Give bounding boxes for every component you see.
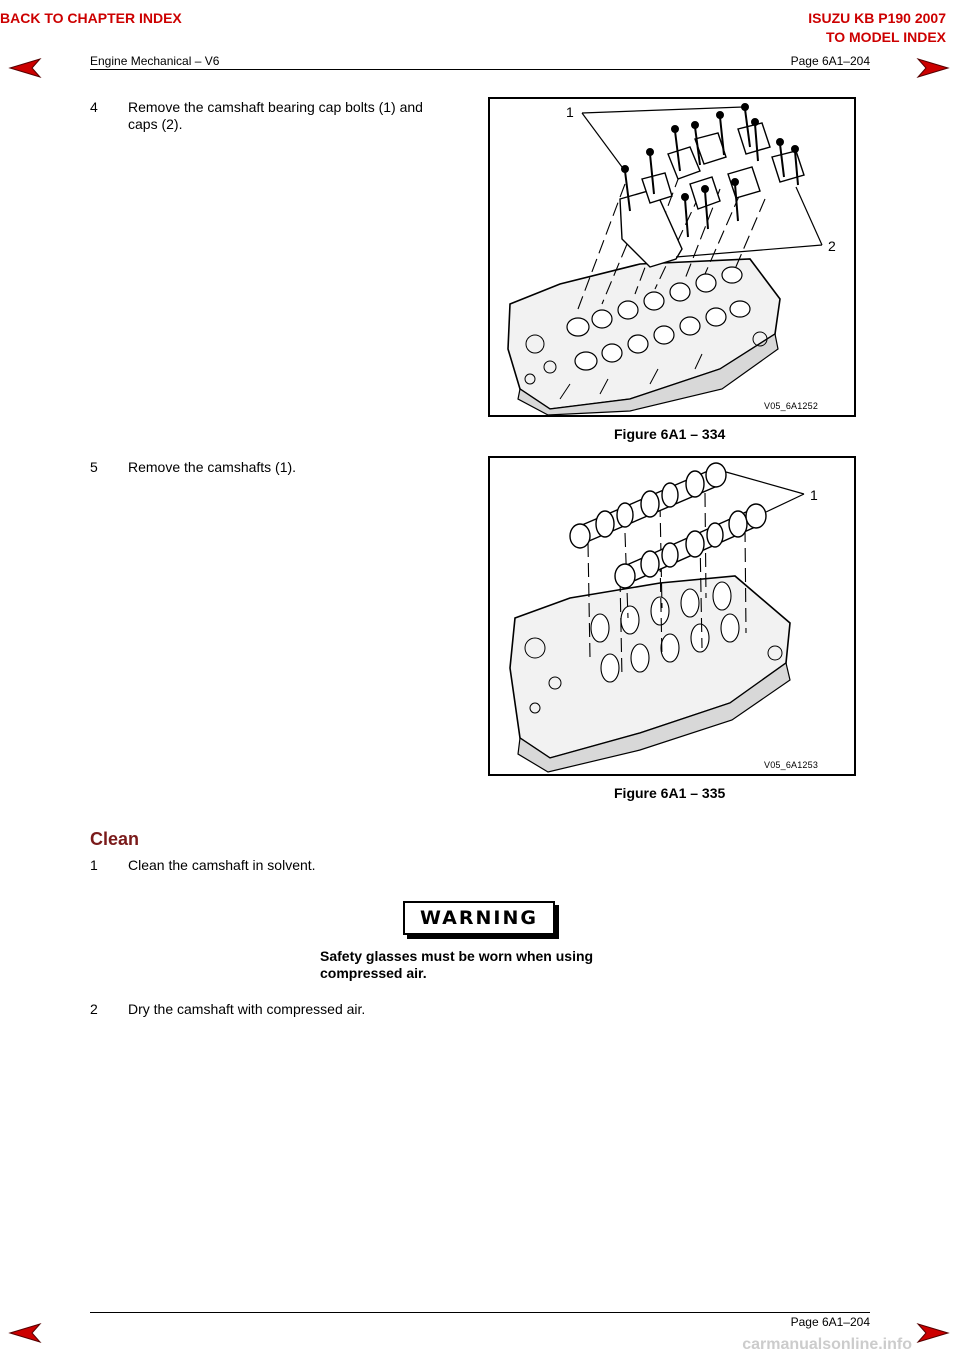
warning-badge: WARNING [403, 901, 555, 935]
figure-caption-335: Figure 6A1 – 335 [614, 785, 726, 801]
clean-step-1: 1 Clean the camshaft in solvent. [90, 857, 590, 877]
previous-page-arrow-icon[interactable] [8, 57, 42, 79]
watermark: carmanualsonline.info [742, 1336, 912, 1353]
figure-334: 1 2 V05_6A1252 [488, 97, 856, 417]
camshafts-removal-illustration: 1 V05_6A1253 [509, 462, 818, 773]
step-text: Clean the camshaft in solvent. [128, 857, 316, 873]
callout-1: 1 [810, 487, 818, 503]
step-5: 5 Remove the camshafts (1). [90, 459, 460, 479]
figure-id: V05_6A1252 [764, 401, 818, 411]
step-text-line1: Remove the camshafts (1). [128, 459, 297, 475]
callout-2: 2 [828, 238, 836, 254]
step-number: 1 [90, 857, 98, 873]
warning-text: Safety glasses must be worn when using c… [320, 948, 640, 982]
step-number: 2 [90, 1001, 98, 1017]
footer-rule [90, 1312, 870, 1313]
step-text: Dry the camshaft with compressed air. [128, 1001, 366, 1017]
header-section-title: Engine Mechanical – V6 [90, 54, 220, 68]
warning-text-line2: compressed air. [320, 965, 427, 981]
clean-step-2: 2 Dry the camshaft with compressed air. [90, 1001, 590, 1021]
step-text-line2: caps (2). [128, 116, 183, 132]
previous-page-arrow-icon-bottom[interactable] [8, 1322, 42, 1344]
section-title-clean: Clean [90, 829, 140, 849]
next-page-arrow-icon[interactable] [916, 57, 950, 79]
figure-caption-334: Figure 6A1 – 334 [614, 426, 726, 442]
step-number: 5 [90, 459, 98, 475]
step-4: 4 Remove the camshaft bearing cap bolts … [90, 99, 460, 139]
figure-id: V05_6A1253 [764, 760, 818, 770]
back-to-chapter-index-link[interactable]: BACK TO CHAPTER INDEX [0, 10, 182, 26]
to-model-index-link[interactable]: TO MODEL INDEX [825, 29, 946, 45]
model-title-link[interactable]: ISUZU KB P190 2007 [808, 10, 946, 26]
step-text-line1: Remove the camshaft bearing cap bolts (1… [128, 99, 423, 115]
figure-335: 1 V05_6A1253 [488, 456, 856, 776]
header-page-number: Page 6A1–204 [790, 54, 870, 68]
header-rule [90, 69, 870, 70]
callout-1: 1 [566, 104, 574, 120]
next-page-arrow-icon-bottom[interactable] [916, 1322, 950, 1344]
camshaft-caps-illustration: 1 2 V05_6A1252 [507, 103, 836, 416]
step-number: 4 [90, 99, 98, 115]
footer-page-number: Page 6A1–204 [790, 1315, 870, 1329]
warning-text-line1: Safety glasses must be worn when using [320, 948, 594, 964]
